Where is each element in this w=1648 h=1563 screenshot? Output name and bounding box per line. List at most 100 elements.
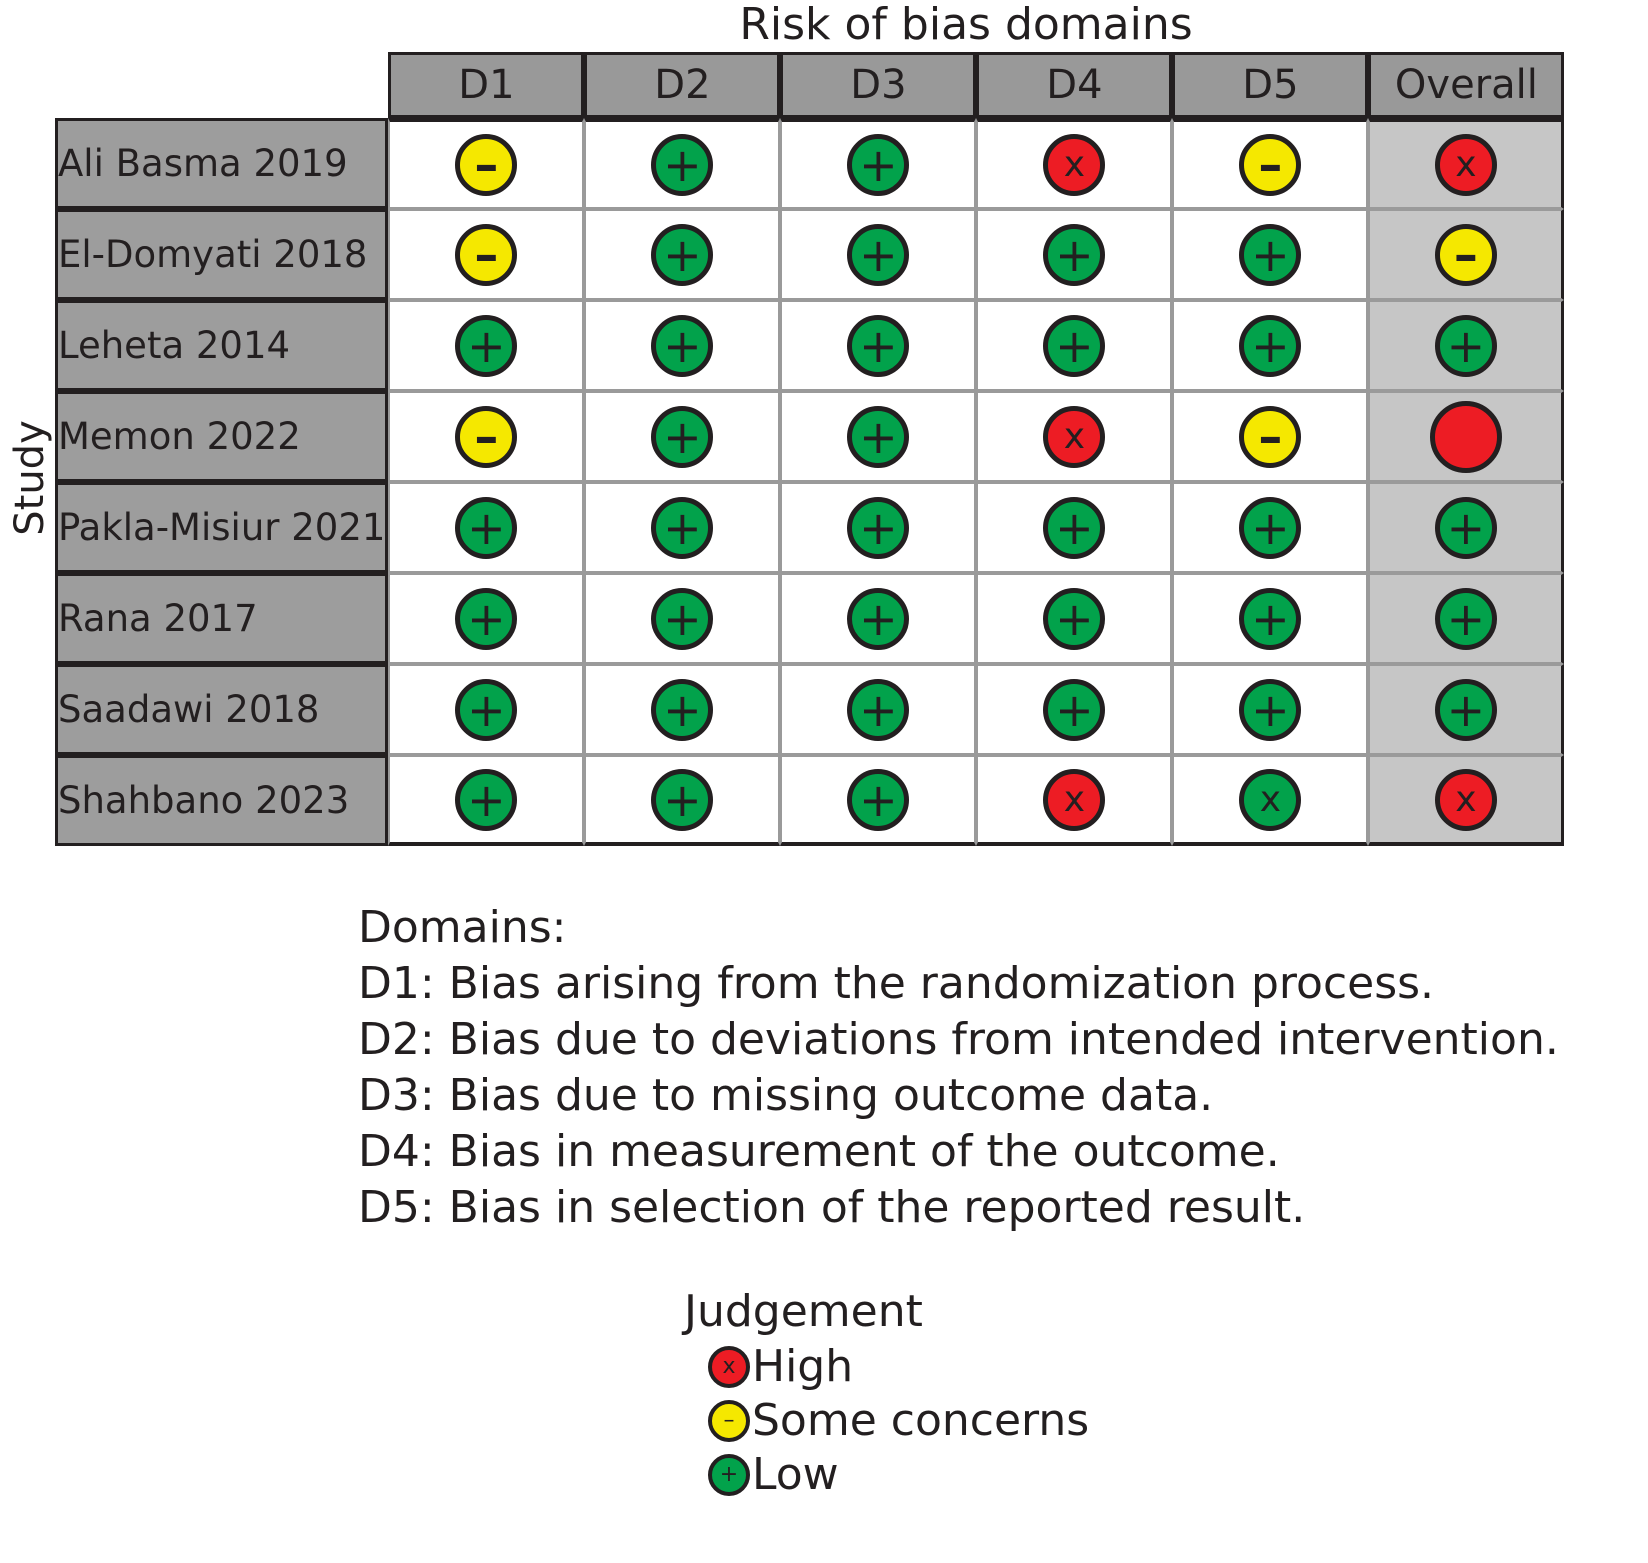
high-risk-icon <box>1429 400 1502 473</box>
judgement-cell-d1[interactable]: – <box>388 118 585 209</box>
low-risk-icon: + <box>651 133 714 196</box>
judgement-cell-d3[interactable]: + <box>780 573 977 664</box>
judgement-cell-d3[interactable]: + <box>780 664 977 755</box>
judgement-cell-d5[interactable]: – <box>1172 118 1369 209</box>
judgement-cell-d5[interactable]: x <box>1172 755 1369 846</box>
low-risk-icon: + <box>847 223 910 286</box>
judgement-cell-overall[interactable]: + <box>1368 300 1565 391</box>
column-header-d1[interactable]: D1 <box>388 52 585 118</box>
judgement-cell-d5[interactable]: + <box>1172 664 1369 755</box>
judgement-cell-d5[interactable]: – <box>1172 391 1369 482</box>
plus-icon: + <box>1446 591 1486 646</box>
judgement-cell-overall[interactable]: + <box>1368 664 1565 755</box>
judgement-cell-overall[interactable] <box>1368 391 1565 482</box>
judgement-cell-d1[interactable]: – <box>388 391 585 482</box>
some-concerns-icon: – <box>455 223 518 286</box>
study-label-cell[interactable]: Shahbano 2023 <box>55 755 389 846</box>
judgement-cell-overall[interactable]: x <box>1368 755 1565 846</box>
judgement-cell-d3[interactable]: + <box>780 300 977 391</box>
low-risk-icon: x <box>1239 768 1302 831</box>
judgement-cell-overall[interactable]: + <box>1368 573 1565 664</box>
risk-of-bias-table: D1 D2 D3 D4 D5 Overall Ali Basma 2019–++… <box>55 52 1565 846</box>
low-risk-icon: + <box>651 405 714 468</box>
table-row: Pakla-Misiur 2021++++++ <box>55 482 1565 573</box>
judgement-cell-d1[interactable]: + <box>388 664 585 755</box>
column-header-d5[interactable]: D5 <box>1172 52 1369 118</box>
plus-icon: + <box>859 409 898 464</box>
column-header-d2[interactable]: D2 <box>584 52 781 118</box>
low-risk-icon: + <box>1239 223 1302 286</box>
judgement-cell-d4[interactable]: + <box>976 209 1173 300</box>
plus-icon: + <box>1055 682 1094 737</box>
judgement-cell-overall[interactable]: x <box>1368 118 1565 209</box>
plus-icon: + <box>663 772 702 827</box>
column-header-d3[interactable]: D3 <box>780 52 977 118</box>
judgement-cell-d1[interactable]: + <box>388 482 585 573</box>
judgement-cell-d1[interactable]: + <box>388 300 585 391</box>
judgement-cell-d3[interactable]: + <box>780 482 977 573</box>
judgement-cell-d5[interactable]: + <box>1172 209 1369 300</box>
column-header-overall[interactable]: Overall <box>1368 52 1565 118</box>
judgement-cell-d4[interactable]: + <box>976 573 1173 664</box>
study-label: Pakla-Misiur 2021 <box>58 506 386 549</box>
low-risk-icon: + <box>651 587 714 650</box>
plus-icon: + <box>1055 318 1094 373</box>
judgement-cell-d2[interactable]: + <box>584 209 781 300</box>
plus-icon: + <box>1446 318 1486 373</box>
plus-icon: + <box>467 591 506 646</box>
judgement-cell-d1[interactable]: – <box>388 209 585 300</box>
low-risk-icon: + <box>455 678 518 741</box>
legend-label-some-concerns: Some concerns <box>752 1395 1090 1446</box>
legend-item-high: x High <box>678 1341 1089 1393</box>
domains-heading: Domains: <box>358 902 567 953</box>
low-risk-icon: + <box>455 314 518 377</box>
minus-icon: – <box>1258 408 1283 465</box>
judgement-cell-d4[interactable]: x <box>976 118 1173 209</box>
plus-icon: + <box>859 227 898 282</box>
judgement-cell-d2[interactable]: + <box>584 482 781 573</box>
judgement-cell-d1[interactable]: + <box>388 573 585 664</box>
study-label-cell[interactable]: Leheta 2014 <box>55 300 389 391</box>
judgement-cell-d3[interactable]: + <box>780 209 977 300</box>
judgement-cell-d5[interactable]: + <box>1172 482 1369 573</box>
table-row: Ali Basma 2019 – + + x – x <box>55 118 1565 209</box>
table-row: Saadawi 2018++++++ <box>55 664 1565 755</box>
judgement-cell-d4[interactable]: x <box>976 391 1173 482</box>
some-concerns-icon: – <box>455 133 518 196</box>
judgement-cell-d2[interactable]: + <box>584 755 781 846</box>
judgement-cell-overall[interactable]: – <box>1368 209 1565 300</box>
judgement-cell-d4[interactable]: x <box>976 755 1173 846</box>
judgement-legend-title: Judgement <box>684 1286 923 1337</box>
x-icon: x <box>1455 143 1477 185</box>
study-label-cell[interactable]: Pakla-Misiur 2021 <box>55 482 389 573</box>
judgement-cell-d2[interactable]: + <box>584 664 781 755</box>
judgement-cell-d3[interactable]: + <box>780 118 977 209</box>
minus-icon: – <box>474 226 499 283</box>
judgement-cell-overall[interactable]: + <box>1368 482 1565 573</box>
judgement-cell-d3[interactable]: + <box>780 755 977 846</box>
low-risk-icon: + <box>1239 678 1302 741</box>
judgement-cell-d5[interactable]: + <box>1172 300 1369 391</box>
plus-icon: + <box>1251 318 1290 373</box>
study-label-cell[interactable]: Saadawi 2018 <box>55 664 389 755</box>
plus-icon: + <box>663 137 702 192</box>
high-risk-icon: x <box>1043 133 1106 196</box>
low-risk-icon: + <box>1434 678 1497 741</box>
judgement-cell-d2[interactable]: + <box>584 573 781 664</box>
study-label-cell[interactable]: Rana 2017 <box>55 573 389 664</box>
judgement-cell-d2[interactable]: + <box>584 391 781 482</box>
column-header-d4[interactable]: D4 <box>976 52 1173 118</box>
judgement-cell-d2[interactable]: + <box>584 300 781 391</box>
judgement-cell-d5[interactable]: + <box>1172 573 1369 664</box>
table-row: El-Domyati 2018 – + + + + – <box>55 209 1565 300</box>
judgement-cell-d2[interactable]: + <box>584 118 781 209</box>
study-label-cell[interactable]: Ali Basma 2019 <box>55 118 389 209</box>
legend-item-low: + Low <box>678 1449 1089 1501</box>
study-label-cell[interactable]: El-Domyati 2018 <box>55 209 389 300</box>
judgement-cell-d4[interactable]: + <box>976 664 1173 755</box>
judgement-cell-d3[interactable]: + <box>780 391 977 482</box>
judgement-cell-d4[interactable]: + <box>976 300 1173 391</box>
judgement-cell-d1[interactable]: + <box>388 755 585 846</box>
judgement-cell-d4[interactable]: + <box>976 482 1173 573</box>
study-label-cell[interactable]: Memon 2022 <box>55 391 389 482</box>
